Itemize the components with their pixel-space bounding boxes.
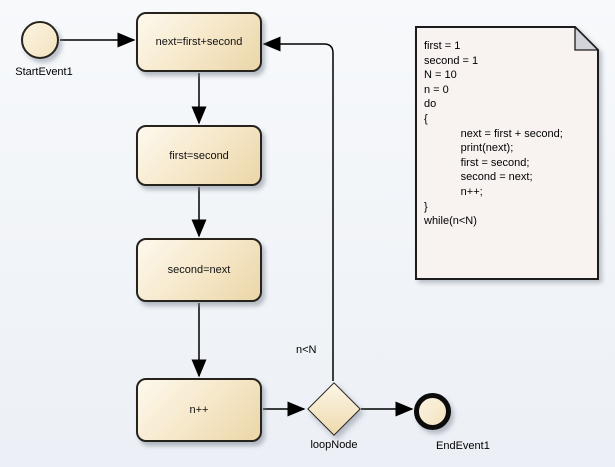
action-first-second[interactable]: first=second xyxy=(136,125,262,186)
start-event-label: StartEvent1 xyxy=(15,66,73,78)
end-event-circle[interactable] xyxy=(414,393,451,430)
note-shape xyxy=(415,25,600,280)
loop-node-label: loopNode xyxy=(310,439,358,451)
action-label: next=first+second xyxy=(155,36,243,48)
guard-condition-label[interactable]: n<N xyxy=(296,344,317,356)
code-note[interactable]: first = 1 second = 1 N = 10 n = 0 do { n… xyxy=(415,25,600,280)
action-label: first=second xyxy=(169,149,229,162)
decision-loop-node[interactable] xyxy=(306,381,361,436)
action-label: n++ xyxy=(189,404,209,416)
action-n-increment[interactable]: n++ xyxy=(136,378,262,442)
edge-loopback-guard[interactable] xyxy=(262,36,334,381)
diamond-shape xyxy=(307,382,361,436)
action-second-next[interactable]: second=next xyxy=(136,238,262,302)
start-event-circle[interactable] xyxy=(21,21,59,59)
action-label: second=next xyxy=(167,264,231,276)
note-fold-corner xyxy=(574,25,600,51)
action-next-first-second[interactable]: next=first+second xyxy=(136,12,262,72)
end-event-label: EndEvent1 xyxy=(436,440,490,452)
note-text: first = 1 second = 1 N = 10 n = 0 do { n… xyxy=(424,40,563,228)
